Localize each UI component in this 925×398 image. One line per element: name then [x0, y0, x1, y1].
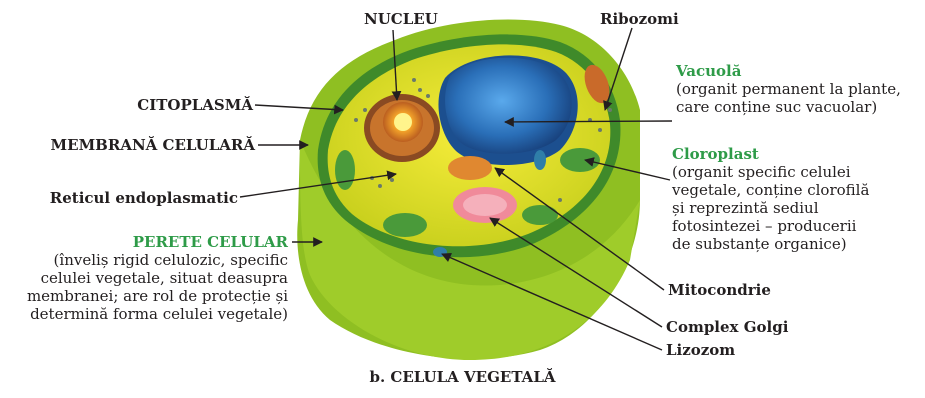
perete-desc-4: determină forma celulei vegetale) — [0, 305, 288, 323]
label-vacuola: Vacuolă (organit permanent la plante, ca… — [676, 62, 901, 116]
label-citoplasma: CITOPLASMĂ — [110, 96, 253, 114]
label-nucleu: NUCLEU — [364, 10, 438, 28]
vacuole-shape — [438, 55, 577, 165]
vacuola-title: Vacuolă — [676, 62, 901, 80]
vacuola-desc-1: (organit permanent la plante, — [676, 80, 901, 98]
cloroplast-desc-3: și reprezintă sediul — [672, 199, 869, 217]
label-golgi: Complex Golgi — [666, 318, 788, 336]
cloroplast-desc-1: (organit specific celulei — [672, 163, 869, 181]
label-cloroplast: Cloroplast (organit specific celulei veg… — [672, 145, 869, 253]
label-ribozomi: Ribozomi — [600, 10, 679, 28]
perete-title: PERETE CELULAR — [0, 233, 288, 251]
cloroplast-title: Cloroplast — [672, 145, 869, 163]
perete-desc-3: membranei; are rol de protecție și — [0, 287, 288, 305]
cloroplast-desc-4: fotosintezei – producerii — [672, 217, 869, 235]
label-lizozom: Lizozom — [666, 341, 735, 359]
label-mitocondrie: Mitocondrie — [668, 281, 771, 299]
label-membrana: MEMBRANĂ CELULARĂ — [10, 136, 255, 154]
mitochondria-shape — [448, 156, 492, 180]
cloroplast-desc-2: vegetale, conține clorofilă — [672, 181, 869, 199]
golgi-shape — [453, 187, 517, 223]
perete-desc-1: (înveliș rigid celulozic, specific — [0, 251, 288, 269]
cloroplast-desc-5: de substanțe organice) — [672, 235, 869, 253]
vacuola-desc-2: care conține suc vacuolar) — [676, 98, 901, 116]
perete-desc-2: celulei vegetale, situat deasupra — [0, 269, 288, 287]
label-perete: PERETE CELULAR (înveliș rigid celulozic,… — [0, 233, 288, 323]
label-reticul: Reticul endoplasmatic — [10, 189, 238, 207]
figure-caption: b. CELULA VEGETALĂ — [0, 368, 925, 386]
nucleus-shape — [364, 94, 440, 162]
